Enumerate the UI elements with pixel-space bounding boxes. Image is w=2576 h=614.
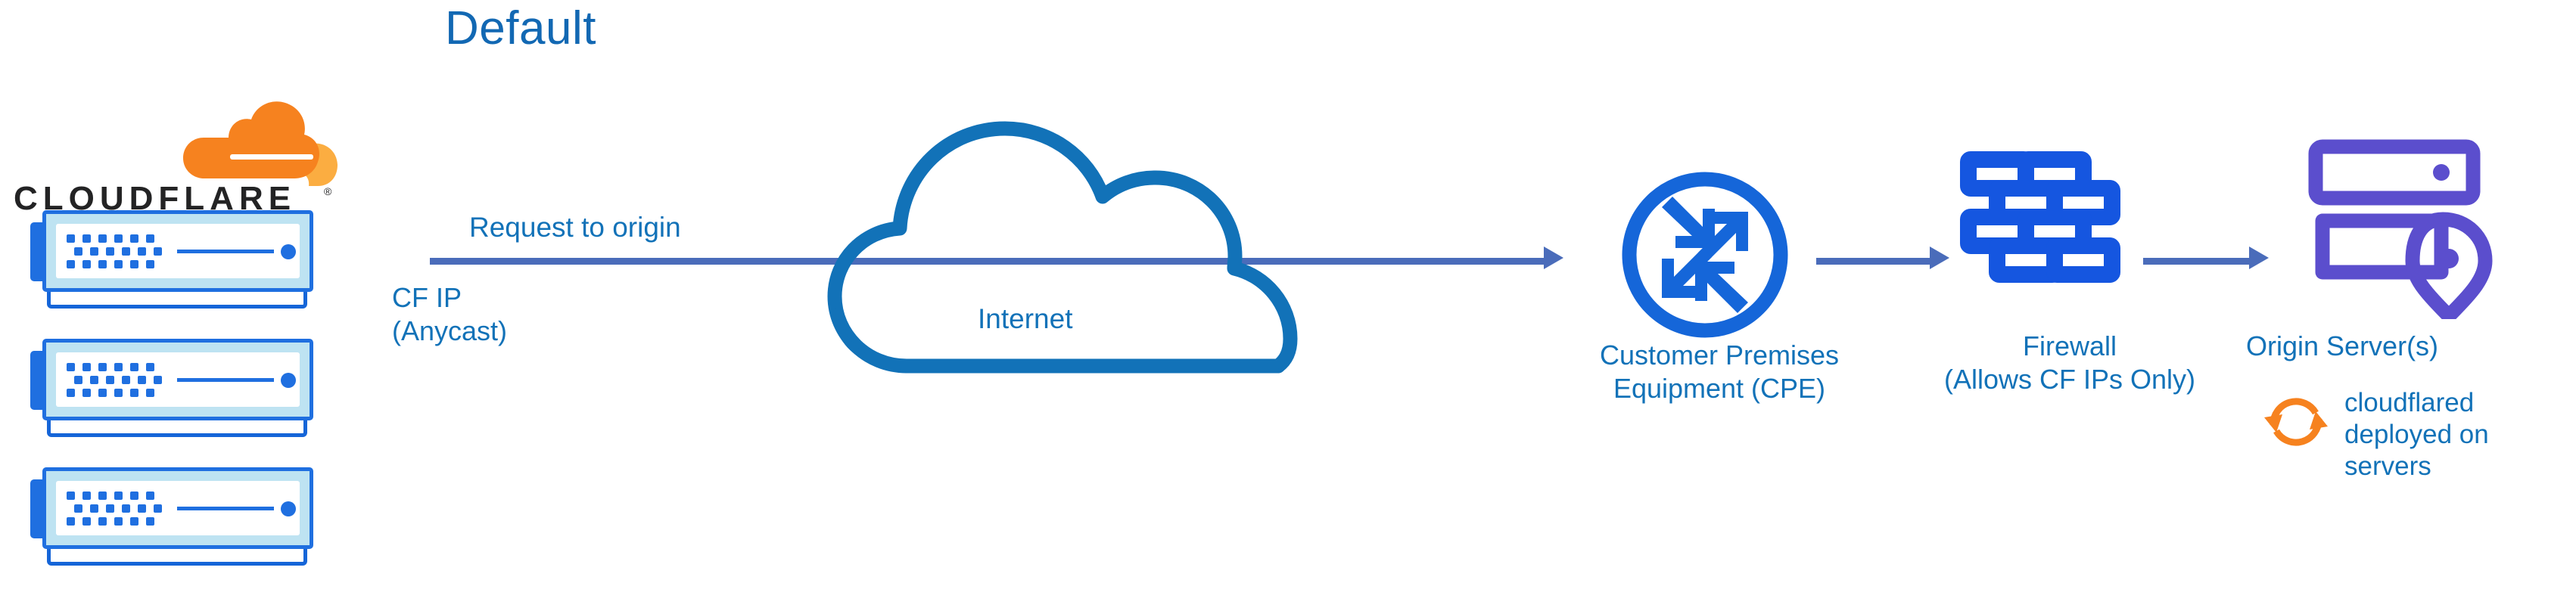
cpe-label: Customer Premises Equipment (CPE)	[1599, 340, 1840, 404]
vent-dot	[90, 247, 98, 256]
vent-dot	[114, 260, 123, 268]
vent-dot	[154, 247, 162, 256]
vent-dot	[82, 517, 91, 526]
vent-dot	[67, 363, 75, 371]
vent-dot	[98, 517, 107, 526]
vent-dot	[114, 389, 123, 397]
page-title: Default	[445, 2, 596, 54]
vent-dot	[98, 234, 107, 243]
arrow-firewall-to-origin-head	[2249, 247, 2269, 269]
vent-dot	[138, 504, 146, 513]
arrow-cpe-to-firewall-head	[1930, 247, 1949, 269]
cloudflared-annotation-label: cloudflared deployed on servers	[2344, 388, 2489, 481]
origin-server-icon	[2308, 139, 2493, 319]
vent-dot	[106, 376, 114, 384]
vent-dot	[146, 492, 154, 500]
vent-dot	[98, 260, 107, 268]
vent-dot	[82, 389, 91, 397]
vent-dot	[130, 389, 138, 397]
server-led-icon	[281, 244, 296, 259]
vent-dot	[122, 504, 130, 513]
arrow-edge-to-cpe-head	[1544, 247, 1563, 269]
vent-dot	[98, 492, 107, 500]
vent-dot	[130, 363, 138, 371]
vent-dot	[146, 260, 154, 268]
cf-ip-anycast-label: CF IP (Anycast)	[392, 282, 508, 346]
vent-dot	[67, 389, 75, 397]
vent-dot	[138, 376, 146, 384]
cloudflare-logo: CLOUDFLARE ®	[14, 98, 339, 217]
arrow-edge-to-cpe-line	[430, 258, 1544, 265]
server-vents-icon	[67, 234, 162, 268]
vent-dot	[74, 376, 82, 384]
vent-dot	[82, 492, 91, 500]
vent-dot	[67, 234, 75, 243]
vent-dot	[82, 363, 91, 371]
server-slot	[177, 378, 274, 382]
server-vents-icon	[67, 363, 162, 397]
vent-dot	[146, 517, 154, 526]
vent-dot	[122, 376, 130, 384]
vent-dot	[146, 363, 154, 371]
vent-dot	[130, 234, 138, 243]
internet-label: Internet	[978, 303, 1073, 334]
cloud-icon	[827, 121, 1298, 374]
request-to-origin-label: Request to origin	[469, 212, 681, 243]
vent-dot	[67, 260, 75, 268]
vent-dot	[130, 517, 138, 526]
vent-dot	[74, 247, 82, 256]
svg-text:®: ®	[324, 185, 332, 197]
vent-dot	[114, 234, 123, 243]
vent-dot	[67, 517, 75, 526]
vent-dot	[114, 517, 123, 526]
vent-dot	[154, 504, 162, 513]
vent-dot	[74, 504, 82, 513]
refresh-arrows-icon	[2264, 398, 2328, 446]
server-slot	[177, 250, 274, 253]
cf-edge-server-1	[20, 206, 322, 312]
firewall-label: Firewall (Allows CF IPs Only)	[1943, 330, 2196, 395]
arrow-cpe-to-firewall-line	[1816, 258, 1930, 265]
vent-dot	[114, 363, 123, 371]
cf-edge-server-3	[20, 463, 322, 569]
server-led-icon	[281, 501, 296, 516]
vent-dot	[130, 492, 138, 500]
cf-edge-server-2	[20, 334, 322, 440]
cloudflare-cloud-icon	[183, 101, 338, 186]
brick-wall-icon	[1960, 151, 2120, 283]
vent-dot	[106, 504, 114, 513]
router-icon	[1622, 172, 1788, 338]
vent-dot	[146, 389, 154, 397]
server-slot	[177, 507, 274, 510]
vent-dot	[138, 247, 146, 256]
arrow-firewall-to-origin-line	[2143, 258, 2249, 265]
vent-dot	[122, 247, 130, 256]
vent-dot	[106, 247, 114, 256]
vent-dot	[146, 234, 154, 243]
vent-dot	[90, 504, 98, 513]
server-vents-icon	[67, 492, 162, 526]
vent-dot	[90, 376, 98, 384]
server-led-icon	[281, 373, 296, 388]
vent-dot	[98, 363, 107, 371]
vent-dot	[130, 260, 138, 268]
vent-dot	[154, 376, 162, 384]
vent-dot	[98, 389, 107, 397]
vent-dot	[82, 260, 91, 268]
vent-dot	[82, 234, 91, 243]
vent-dot	[114, 492, 123, 500]
origin-server-label: Origin Server(s)	[2246, 330, 2439, 361]
vent-dot	[67, 492, 75, 500]
